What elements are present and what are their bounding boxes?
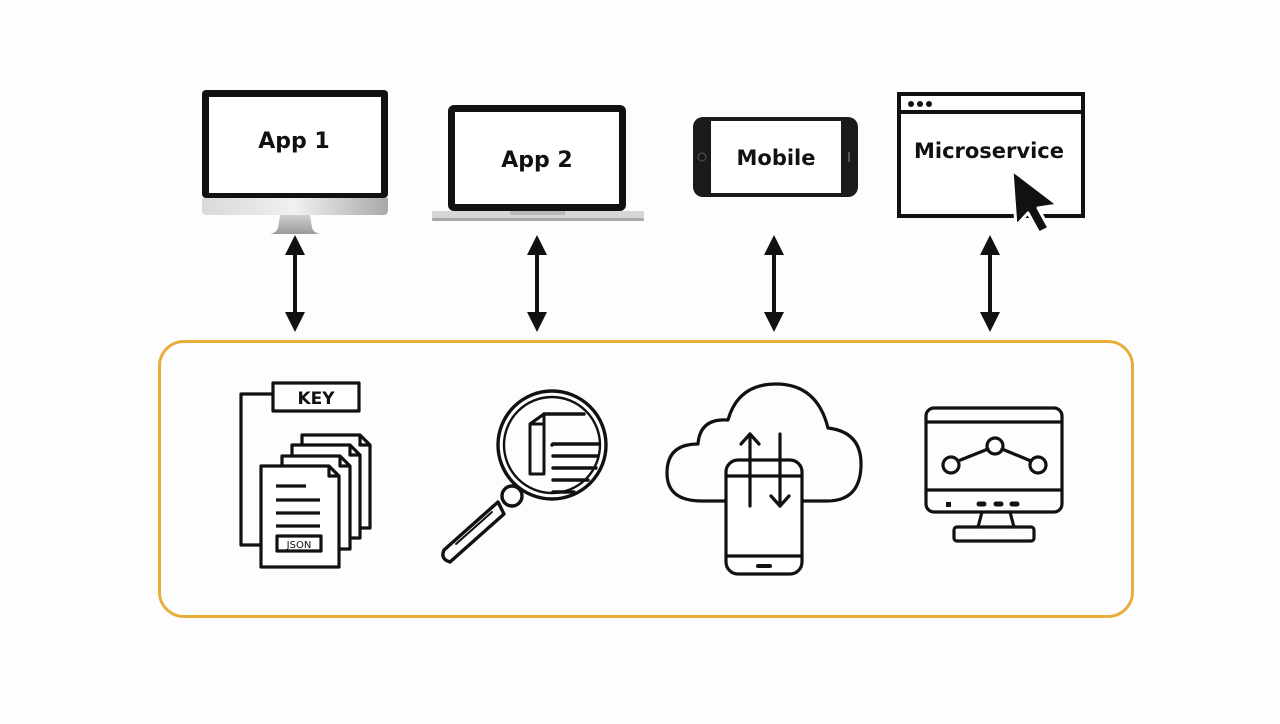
smartphone-landscape-icon: Mobile bbox=[693, 117, 858, 197]
key-label: KEY bbox=[297, 389, 335, 409]
key-json-documents-icon: KEY JSON bbox=[239, 381, 372, 569]
mouse-cursor-icon bbox=[1010, 168, 1060, 235]
client-label-microservice: Microservice bbox=[914, 139, 1064, 163]
client-label-app1: App 1 bbox=[258, 129, 330, 154]
window-dot-icon bbox=[917, 101, 923, 107]
capability-key-json-store: KEY JSON bbox=[236, 378, 378, 574]
magnifier-document-icon bbox=[441, 389, 608, 564]
client-label-app2: App 2 bbox=[501, 148, 573, 173]
client-label-mobile: Mobile bbox=[737, 146, 816, 170]
laptop-icon: App 2 bbox=[432, 105, 644, 221]
client-microservice: Microservice bbox=[895, 90, 1091, 236]
monitor-line-chart-icon bbox=[924, 406, 1064, 543]
client-app2: App 2 bbox=[430, 103, 646, 225]
capability-analytics-monitor bbox=[922, 404, 1066, 546]
window-dot-icon bbox=[926, 101, 932, 107]
desktop-monitor-icon: App 1 bbox=[202, 90, 388, 234]
platform-container bbox=[158, 340, 1134, 618]
capability-cloud-sync bbox=[662, 378, 866, 582]
connector-layer bbox=[285, 235, 1000, 332]
cloud-phone-sync-icon bbox=[665, 382, 863, 576]
browser-window-cursor-icon: Microservice bbox=[897, 92, 1085, 235]
json-label: JSON bbox=[286, 540, 312, 551]
client-mobile: Mobile bbox=[690, 114, 862, 200]
window-dot-icon bbox=[908, 101, 914, 107]
capability-document-search bbox=[434, 384, 620, 570]
client-app1: App 1 bbox=[200, 88, 392, 238]
